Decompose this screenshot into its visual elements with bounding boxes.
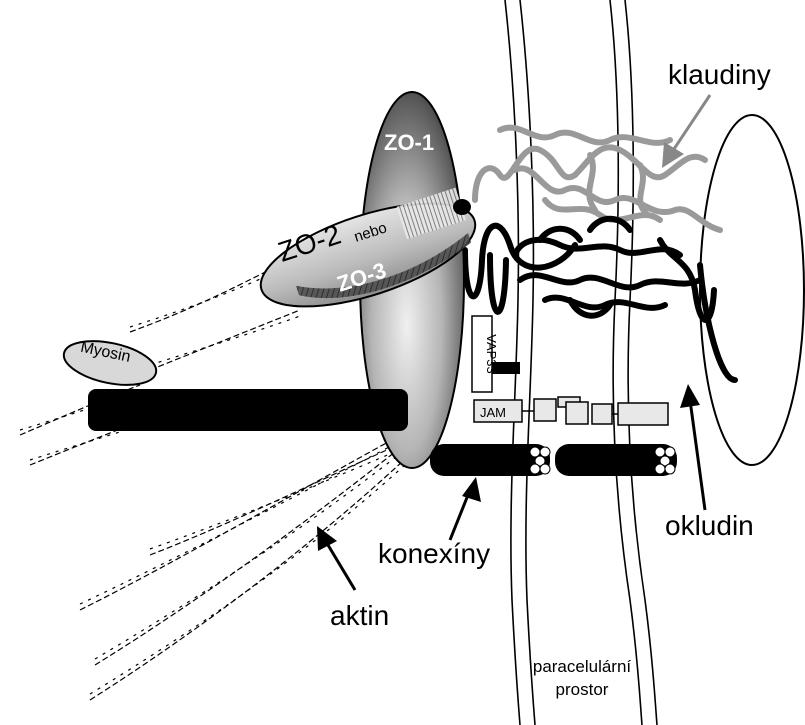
myosin-protein [62, 340, 158, 386]
klaudiny-label: klaudiny [668, 59, 771, 90]
arrow-klaudiny [662, 94, 712, 168]
connexin-channels [430, 444, 677, 476]
konexiny-label: konexíny [378, 538, 490, 569]
aktin-label: aktin [330, 600, 389, 631]
actin-filament [149, 434, 421, 556]
claudin-strands [472, 124, 723, 233]
actin-bar [88, 389, 408, 431]
arrow-konexiny [448, 477, 481, 541]
annotation-arrows [317, 94, 712, 591]
cell-membranes [504, 0, 658, 725]
paracellular-label-line2: prostor [556, 680, 609, 699]
zo1-label: ZO-1 [384, 130, 434, 155]
arrow-aktin [317, 526, 357, 591]
zo2-zo3-protein [259, 187, 477, 308]
actin-filaments [19, 261, 421, 701]
actin-filament [89, 444, 421, 701]
okludin-label: okludin [665, 510, 754, 541]
actin-filament [129, 261, 286, 333]
vap33-box [471, 315, 493, 393]
actin-filament [149, 309, 301, 371]
jam-protein [473, 396, 669, 426]
actin-filament [94, 439, 411, 666]
jam-label: JAM [480, 405, 506, 420]
actin-filament [19, 384, 141, 436]
actin-filament [79, 429, 411, 611]
paracellular-label-line1: paracelulární [533, 657, 632, 676]
vap33-connector [492, 362, 520, 374]
zo-connector [453, 199, 471, 215]
occludin-strands [462, 215, 738, 383]
arrow-okludin [680, 384, 707, 511]
